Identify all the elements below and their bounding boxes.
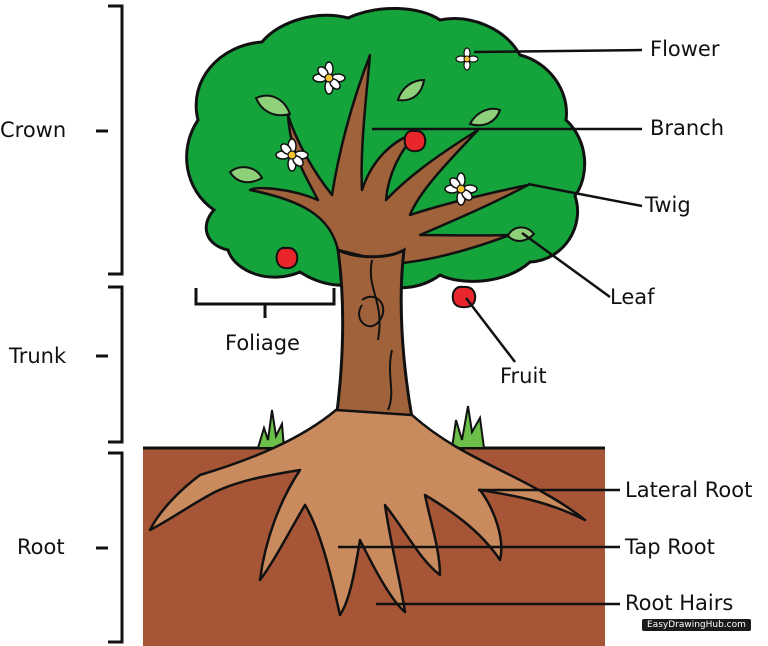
twig-label: Twig <box>645 193 691 217</box>
flower-1 <box>312 61 346 95</box>
foliage-bracket <box>194 288 336 318</box>
trunk-label: Trunk <box>9 344 67 368</box>
flower-2 <box>275 138 309 172</box>
roots <box>148 408 587 617</box>
tap-root-label: Tap Root <box>625 535 715 559</box>
fruit-2 <box>275 246 299 270</box>
fruits <box>275 129 477 309</box>
trunk <box>334 247 414 426</box>
foliage-label: Foliage <box>225 331 300 355</box>
watermark: EasyDrawingHub.com <box>642 619 751 631</box>
grass-right <box>450 405 486 449</box>
twig-leader <box>527 182 643 208</box>
leaf-1 <box>254 94 292 117</box>
leaf-label: Leaf <box>610 285 655 309</box>
root-label: Root <box>17 535 65 559</box>
crown-foliage <box>185 7 587 290</box>
trunk-grain <box>369 259 393 411</box>
root-hairs-label: Root Hairs <box>625 591 734 615</box>
crown-bracket <box>96 4 124 276</box>
leaf-leader <box>521 231 611 299</box>
fruit-label: Fruit <box>500 364 547 388</box>
flower-4 <box>455 47 479 71</box>
root-bracket <box>96 451 124 644</box>
branch-label: Branch <box>650 116 725 140</box>
leaf-3 <box>396 78 426 102</box>
crown-label: Crown <box>0 118 67 142</box>
trunk-bracket <box>96 285 124 444</box>
flower-leader <box>473 48 643 54</box>
leader-lines <box>338 48 643 606</box>
leaf-4 <box>468 107 502 127</box>
leaf-2 <box>228 166 264 184</box>
fruit-1 <box>403 129 427 153</box>
grass-left <box>256 409 286 449</box>
lateral-root-label: Lateral Root <box>625 478 753 502</box>
flower-label: Flower <box>650 37 720 61</box>
fruit-leader <box>465 297 516 363</box>
flower-3 <box>444 172 478 206</box>
